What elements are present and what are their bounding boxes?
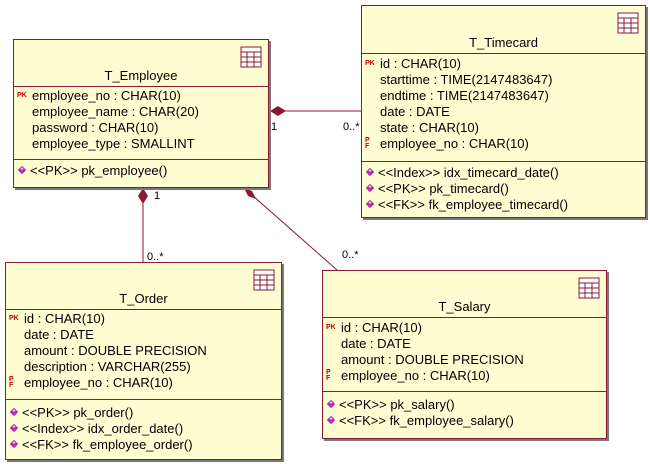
operation-icon xyxy=(365,167,375,177)
column-row[interactable]: starttime : TIME(2147483647) xyxy=(380,72,553,87)
column-row[interactable]: amount : DOUBLE PRECISION xyxy=(24,343,207,358)
entity-operations: <<PK>> pk_employee() xyxy=(14,160,268,187)
operation-row[interactable]: <<Index>> idx_timecard_date() xyxy=(362,165,645,181)
employee-salary-composition-diamond xyxy=(244,188,256,199)
operation-row[interactable]: <<PK>> pk_employee() xyxy=(14,163,268,179)
operation-icon xyxy=(17,165,27,175)
employee-order-one-label: 1 xyxy=(154,190,161,202)
column-row[interactable]: date : DATE xyxy=(341,336,411,351)
column-row[interactable]: endtime : TIME(2147483647) xyxy=(380,88,549,103)
entity-operations: <<PK>> pk_salary() <<FK>> fk_employee_sa… xyxy=(323,392,606,438)
operation-row[interactable]: <<FK>> fk_employee_salary() xyxy=(323,413,606,429)
employee-timecard-one-label: 1 xyxy=(271,121,278,133)
column-row[interactable]: date : DATE xyxy=(380,104,450,119)
table-icon xyxy=(240,46,262,68)
entity-title: T_Timecard xyxy=(469,35,538,50)
operation-icon xyxy=(326,415,336,425)
entity-header: T_Salary xyxy=(323,271,606,318)
column-row[interactable]: date : DATE xyxy=(24,327,94,342)
employee-timecard-many-label: 0..* xyxy=(343,121,360,133)
operation-row[interactable]: <<FK>> fk_employee_timecard() xyxy=(362,197,645,213)
column-row[interactable]: employee_name : CHAR(20) xyxy=(32,104,199,119)
employee-salary-link[interactable] xyxy=(243,187,338,271)
employee-order-many-label: 0..* xyxy=(147,251,164,263)
operation-row[interactable]: <<PK>> pk_order() xyxy=(6,405,281,421)
operation-row[interactable]: <<Index>> idx_order_date() xyxy=(6,421,281,437)
entity-operations: <<PK>> pk_order() <<Index>> idx_order_da… xyxy=(6,400,281,459)
column-row[interactable]: amount : DOUBLE PRECISION xyxy=(341,352,524,367)
employee-timecard-composition-diamond xyxy=(270,106,286,116)
entity-operations: <<Index>> idx_timecard_date() <<PK>> pk_… xyxy=(362,162,645,219)
entity-title: T_Employee xyxy=(104,68,178,83)
operation-row[interactable]: <<PK>> pk_salary() xyxy=(323,397,606,413)
entity-header: T_Timecard xyxy=(362,6,645,54)
entity-header: T_Employee xyxy=(14,40,268,87)
operation-icon xyxy=(9,423,19,433)
operation-icon xyxy=(9,439,19,449)
primary-key-icon: PK xyxy=(17,92,27,99)
operation-row[interactable]: <<FK>> fk_employee_order() xyxy=(6,437,281,453)
column-row[interactable]: password : CHAR(10) xyxy=(32,120,159,135)
operation-icon xyxy=(9,407,19,417)
entity-title: T_Salary xyxy=(438,299,491,314)
operation-row[interactable]: <<PK>> pk_timecard() xyxy=(362,181,645,197)
table-icon xyxy=(253,269,275,291)
column-row[interactable]: employee_type : SMALLINT xyxy=(32,136,195,151)
table-icon xyxy=(578,277,600,299)
primary-key-icon: PK xyxy=(9,315,19,322)
entity-header: T_Order xyxy=(6,263,281,310)
primary-key-icon: PK xyxy=(326,324,336,331)
operation-icon xyxy=(326,399,336,409)
column-row[interactable]: state : CHAR(10) xyxy=(380,120,479,135)
employee-salary-many-label: 0..* xyxy=(342,249,359,261)
column-row[interactable]: description : VARCHAR(255) xyxy=(24,359,191,374)
primary-key-icon: PK xyxy=(365,60,375,67)
employee-order-composition-diamond xyxy=(138,188,148,204)
operation-icon xyxy=(365,199,375,209)
table-icon xyxy=(617,12,639,34)
operation-icon xyxy=(365,183,375,193)
entity-title: T_Order xyxy=(119,291,168,306)
